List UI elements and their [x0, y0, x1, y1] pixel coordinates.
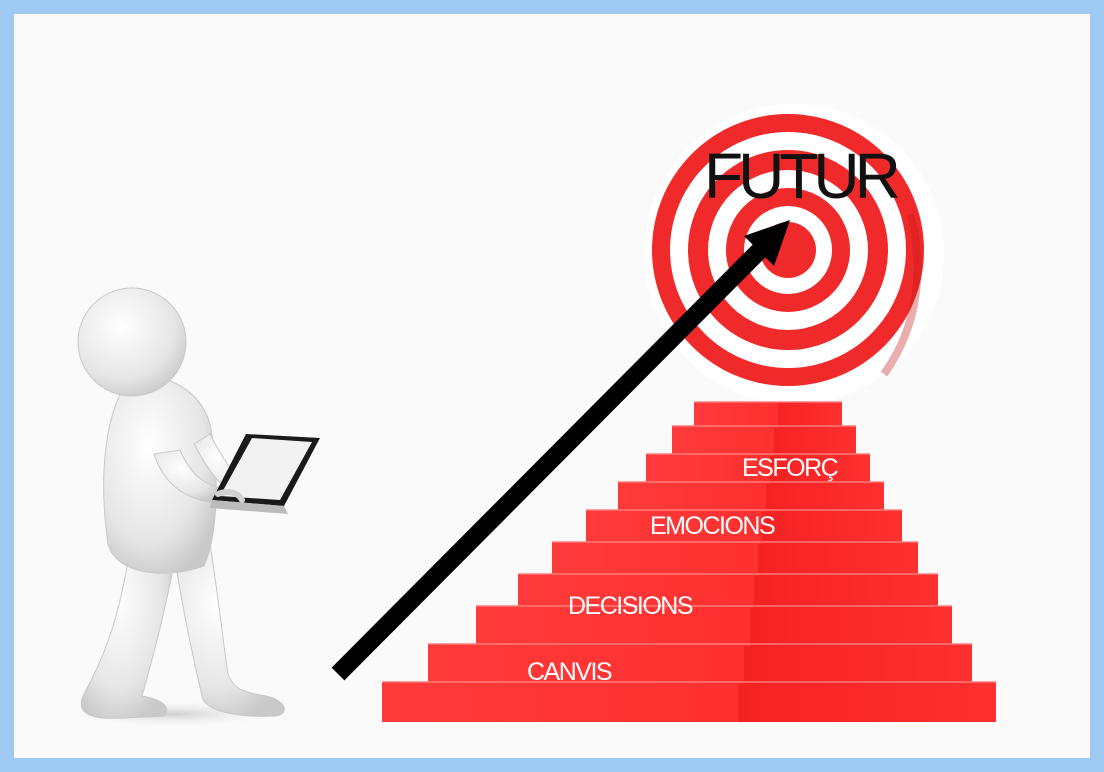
target-icon: [644, 104, 944, 404]
diagram-scene: [64, 104, 996, 728]
arrow-icon: [331, 220, 790, 681]
step-label-esforc: ESFORÇ: [742, 454, 839, 482]
step-label-decisions: DECISIONS: [568, 592, 694, 620]
target-label: FUTUR: [704, 140, 901, 212]
staircase: [382, 401, 996, 722]
step-label-emocions: EMOCIONS: [650, 512, 776, 540]
step-label-canvis: CANVIS: [527, 658, 613, 686]
laptop-icon: [210, 434, 320, 514]
slide-canvas: FUTUR ESFORÇ EMOCIONS DECISIONS CANVIS: [14, 14, 1090, 758]
